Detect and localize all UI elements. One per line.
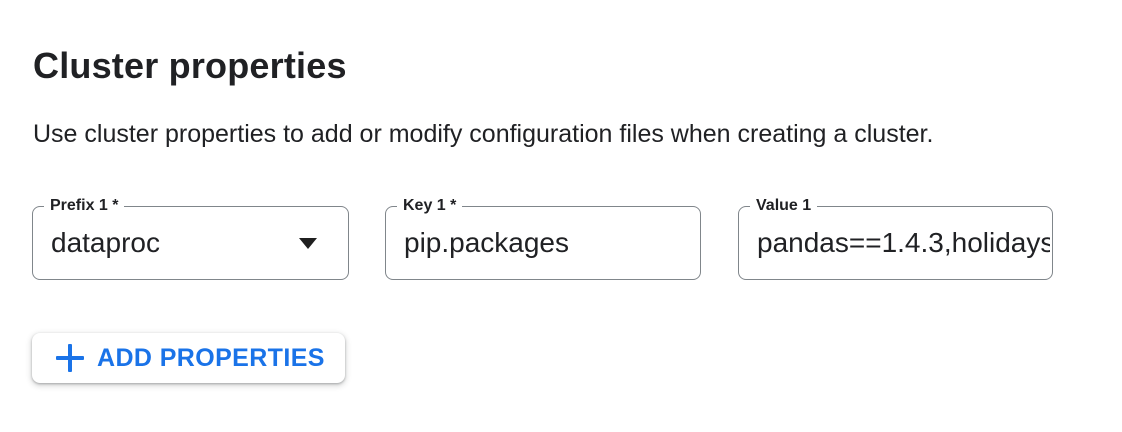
dropdown-arrow-icon[interactable] — [299, 238, 317, 249]
prefix-field-label: Prefix 1 * — [44, 196, 125, 216]
value-field-wrapper: Value 1 — [738, 196, 1053, 280]
plus-icon — [56, 344, 84, 372]
prefix-selected-value: dataproc — [51, 227, 160, 258]
key-input[interactable] — [404, 208, 698, 278]
page-description: Use cluster properties to add or modify … — [33, 120, 934, 148]
add-properties-button[interactable]: ADD PROPERTIES — [32, 333, 345, 383]
key-field-wrapper: Key 1 * — [385, 196, 701, 280]
page-title: Cluster properties — [33, 45, 347, 87]
value-input[interactable] — [757, 208, 1050, 278]
prefix-select[interactable]: Prefix 1 * dataproc — [32, 196, 349, 280]
add-properties-label: ADD PROPERTIES — [97, 343, 325, 372]
